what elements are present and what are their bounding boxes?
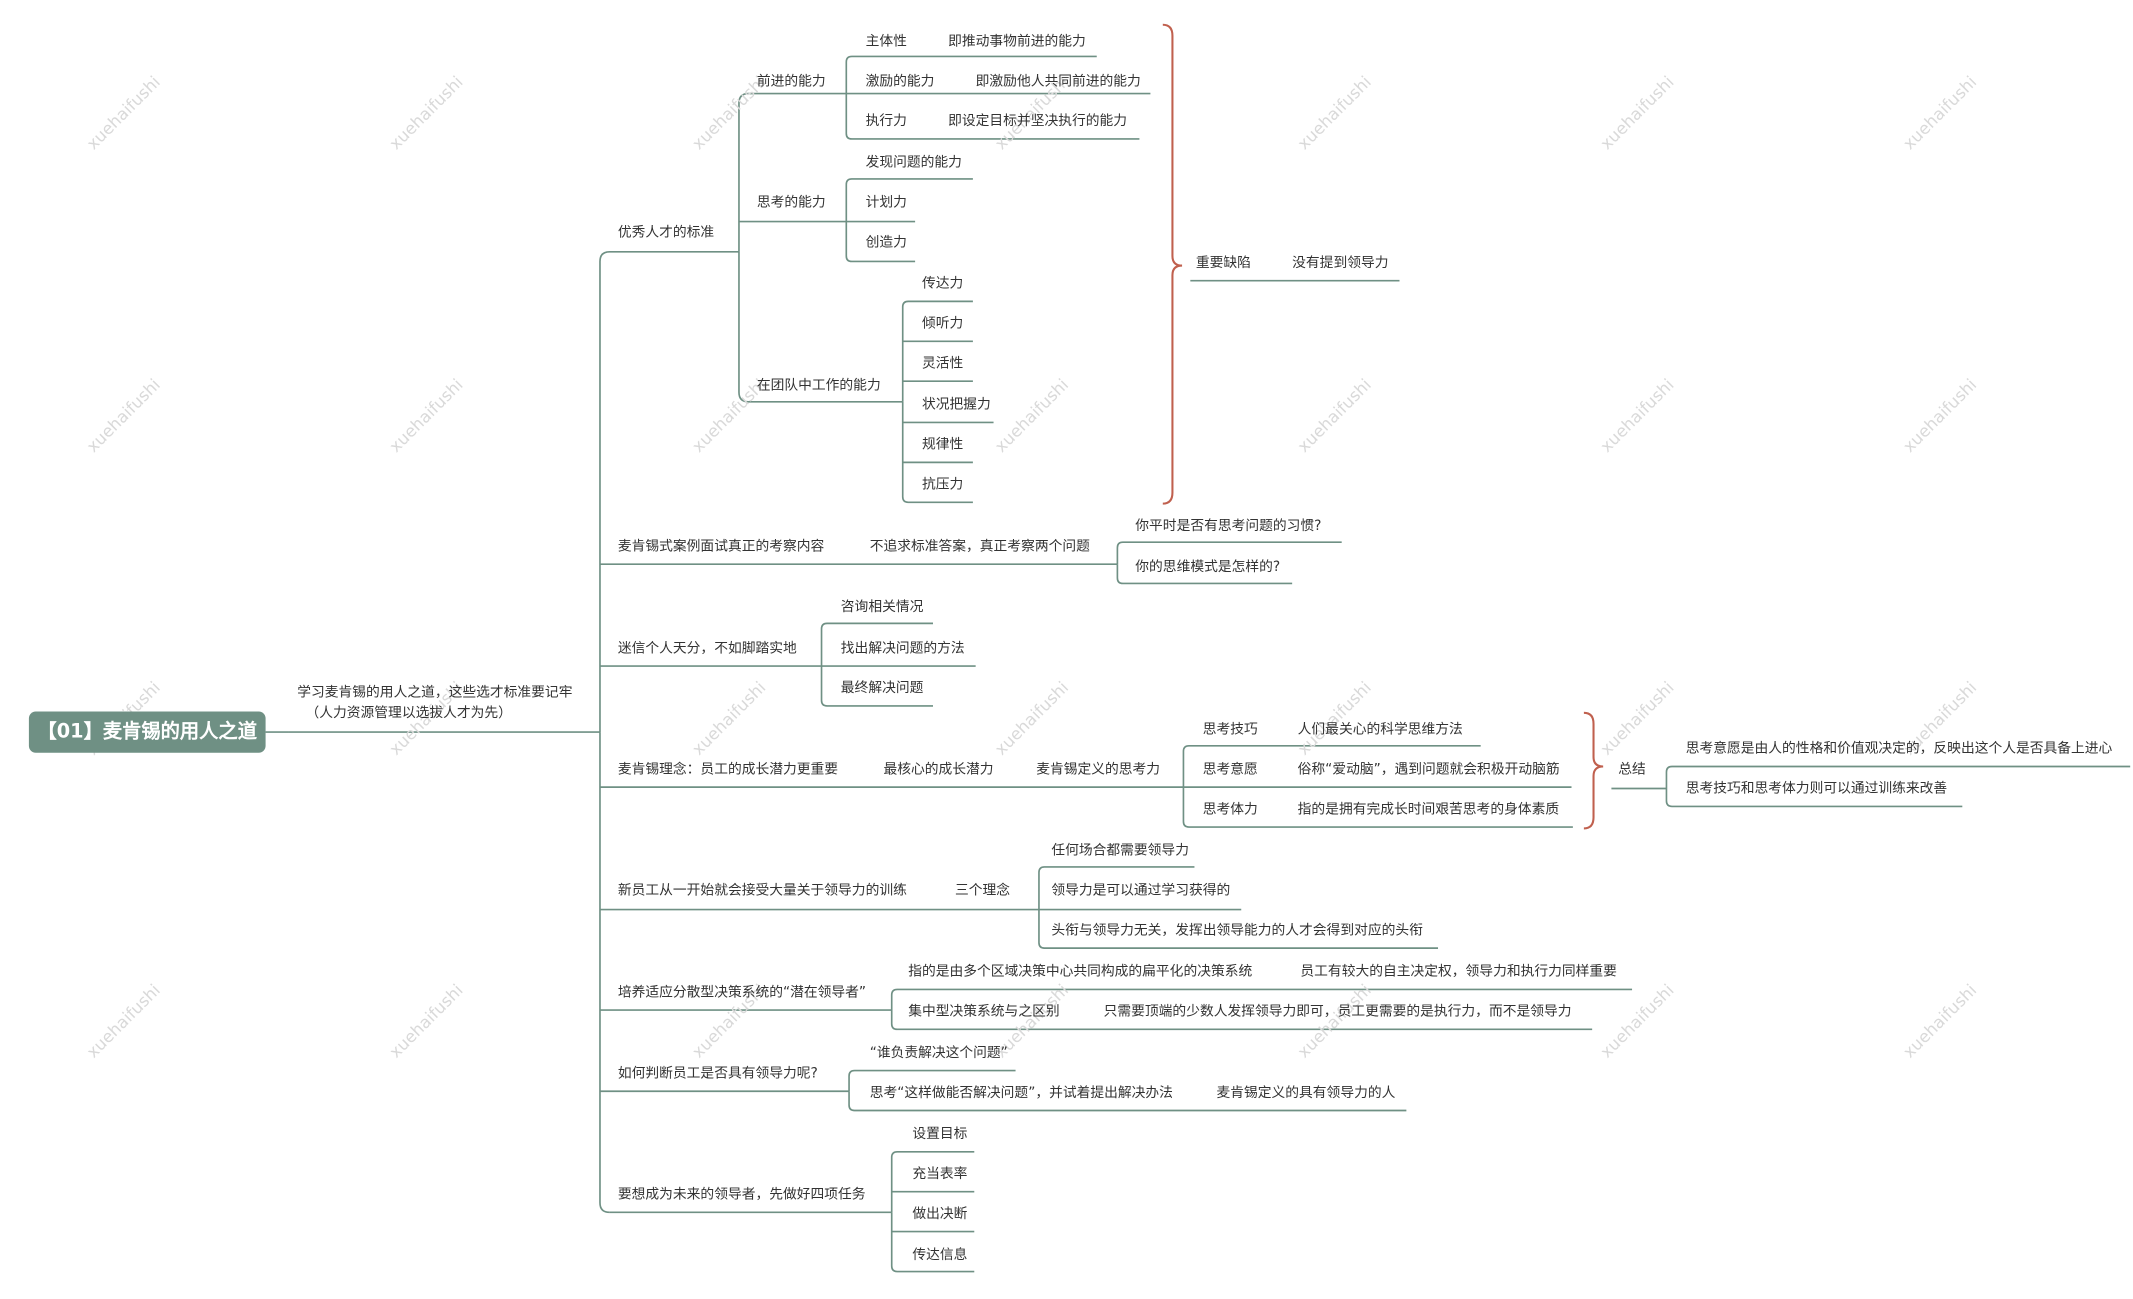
leaf[interactable]: “谁负责解决这个问题” xyxy=(869,1045,1008,1061)
leaf[interactable]: 你的思维模式是怎样的? xyxy=(1135,560,1281,576)
node-advance-ability[interactable]: 前进的能力 xyxy=(756,74,826,90)
leaf-value[interactable]: 即激励他人共同前进的能力 xyxy=(975,74,1141,90)
leaf-key[interactable]: 激励的能力 xyxy=(865,74,935,90)
branch-growth-potential[interactable]: 麦肯锡理念：员工的成长潜力更重要 xyxy=(617,762,839,778)
node-team-ability[interactable]: 在团队中工作的能力 xyxy=(756,378,881,394)
leaf-key[interactable]: 思考技巧 xyxy=(1202,722,1258,738)
leaf[interactable]: 计划力 xyxy=(865,195,907,211)
node-three-ideas[interactable]: 三个理念 xyxy=(955,883,1011,899)
leaf[interactable]: 设置目标 xyxy=(912,1127,968,1143)
leaf[interactable]: 咨询相关情况 xyxy=(840,599,924,616)
main-topic-line2: （人力资源管理以选拔人才为先） xyxy=(305,705,512,722)
leaf[interactable]: 做出决断 xyxy=(912,1206,968,1222)
leaf[interactable]: 创造力 xyxy=(865,235,907,251)
leaf[interactable]: 任何场合都需要领导力 xyxy=(1051,843,1189,859)
summary-key[interactable]: 重要缺陷 xyxy=(1195,255,1251,272)
leaf[interactable]: 你平时是否有思考问题的习惯? xyxy=(1135,518,1322,534)
leaf-value[interactable]: 俗称“爱动脑”，遇到问题就会积极开动脑筋 xyxy=(1297,762,1560,778)
summary-node[interactable]: 总结 xyxy=(1618,762,1646,778)
leaf[interactable]: 灵活性 xyxy=(921,356,964,372)
conclusion[interactable]: 思考意愿是由人的性格和价值观决定的，反映出这个人是否具备上进心 xyxy=(1685,741,2113,757)
node-thinking-ability[interactable]: 思考的能力 xyxy=(756,195,826,211)
leaf-key[interactable]: 指的是由多个区域决策中心共同构成的扁平化的决策系统 xyxy=(908,964,1253,980)
leaf-value[interactable]: 只需要顶端的少数人发挥领导力即可，员工更需要的是执行力，而不是领导力 xyxy=(1103,1004,1572,1020)
branch-four-tasks[interactable]: 要想成为未来的领导者，先做好四项任务 xyxy=(617,1187,866,1203)
node-two-questions[interactable]: 不追求标准答案，真正考察两个问题 xyxy=(869,539,1090,555)
leaf[interactable]: 抗压力 xyxy=(921,477,964,493)
node-thinking-power[interactable]: 麦肯锡定义的思考力 xyxy=(1036,762,1161,778)
leaf[interactable]: 充当表率 xyxy=(912,1166,968,1183)
leaf[interactable]: 状况把握力 xyxy=(921,397,991,413)
conclusion[interactable]: 思考技巧和思考体力则可以通过训练来改善 xyxy=(1685,781,1948,797)
root-node[interactable]: 【01】麦肯锡的用人之道 xyxy=(28,711,266,753)
leaf-key[interactable]: 思考意愿 xyxy=(1202,762,1258,778)
leaf[interactable]: 头衔与领导力无关，发挥出领导能力的人才会得到对应的头衔 xyxy=(1051,923,1423,939)
main-topic-line1[interactable]: 学习麦肯锡的用人之道，这些选才标准要记牢 xyxy=(297,685,573,701)
leaf-tail[interactable]: 麦肯锡定义的具有领导力的人 xyxy=(1216,1085,1396,1101)
leaf-value[interactable]: 即推动事物前进的能力 xyxy=(948,34,1086,50)
leaf[interactable]: 领导力是可以通过学习获得的 xyxy=(1051,883,1231,899)
leaf[interactable]: 传达信息 xyxy=(912,1248,968,1264)
branch-leadership-training[interactable]: 新员工从一开始就会接受大量关于领导力的训练 xyxy=(617,883,907,899)
leaf[interactable]: 最终解决问题 xyxy=(840,681,924,697)
leaf[interactable]: 思考“这样做能否解决问题”，并试着提出解决办法 xyxy=(869,1085,1173,1101)
summary-value[interactable]: 没有提到领导力 xyxy=(1292,255,1389,272)
leaf-value[interactable]: 员工有较大的自主决定权，领导力和执行力同样重要 xyxy=(1300,964,1617,980)
leaf-key[interactable]: 思考体力 xyxy=(1202,802,1258,818)
branch-talent-standard[interactable]: 优秀人才的标准 xyxy=(617,225,715,241)
branch-down-to-earth[interactable]: 迷信个人天分，不如脚踏实地 xyxy=(617,641,797,657)
branch-judge-leadership[interactable]: 如何判断员工是否具有领导力呢? xyxy=(617,1066,818,1082)
leaf[interactable]: 发现问题的能力 xyxy=(865,155,962,171)
leaf[interactable]: 传达力 xyxy=(921,276,964,292)
leaf[interactable]: 规律性 xyxy=(921,437,964,453)
leaf-key[interactable]: 主体性 xyxy=(865,34,907,50)
leaf[interactable]: 倾听力 xyxy=(921,316,964,332)
branch-case-interview[interactable]: 麦肯锡式案例面试真正的考察内容 xyxy=(617,539,825,555)
brace-marks xyxy=(1162,23,1604,830)
leaf-value[interactable]: 人们最关心的科学思维方法 xyxy=(1297,722,1463,738)
leaf-value[interactable]: 即设定目标并坚决执行的能力 xyxy=(948,114,1128,130)
leaf-key[interactable]: 集中型决策系统与之区别 xyxy=(908,1004,1060,1020)
node-core-potential[interactable]: 最核心的成长潜力 xyxy=(883,762,994,778)
branch-potential-leaders[interactable]: 培养适应分散型决策系统的“潜在领导者” xyxy=(617,985,867,1001)
leaf[interactable]: 找出解决问题的方法 xyxy=(840,641,965,657)
leaf-value[interactable]: 指的是拥有完成长时间艰苦思考的身体素质 xyxy=(1297,802,1560,818)
leaf-key[interactable]: 执行力 xyxy=(865,114,907,130)
